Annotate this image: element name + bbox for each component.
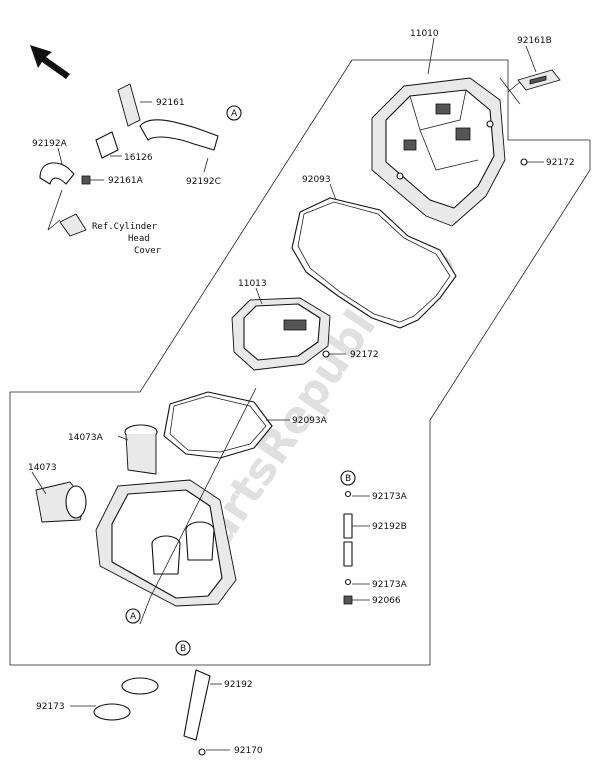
air-cleaner-upper-housing [371,77,506,227]
label-92066: 92066 [372,596,401,606]
hose-92192 [183,669,211,756]
air-cleaner-lower-housing [95,479,237,607]
screw-92172-mid [322,350,346,358]
callout-b-group: B [340,470,356,486]
label-92170: 92170 [234,746,263,756]
air-filter-element-11013 [231,297,331,371]
label-92172-top: 92172 [546,158,575,168]
label-92161: 92161 [156,98,185,108]
leader-lines [31,37,537,751]
callout-a-upper: A [226,105,242,121]
label-92192: 92192 [224,680,253,690]
label-92172-mid: 92172 [350,350,379,360]
parts-group-b [343,490,353,605]
ref-note-line1: Ref.Cylinder [92,222,158,232]
label-92093: 92093 [302,175,331,185]
svg-text:B: B [180,644,186,654]
intake-duct-14073a [124,424,158,475]
label-92173: 92173 [36,702,65,712]
gasket-92093 [291,197,457,329]
clamps-92173 [93,677,159,721]
label-92173a-2: 92173A [372,580,408,590]
label-92161b: 92161B [517,36,552,46]
label-92192b: 92192B [372,522,407,532]
direction-arrow-icon [30,45,70,79]
label-92192a: 92192A [32,139,68,149]
label-92173a-1: 92173A [372,492,408,502]
screw-92172-top [520,158,544,166]
ref-note-line2: Head [128,234,150,244]
assembly-boundary [9,59,591,666]
label-92161a: 92161A [108,176,144,186]
svg-text:B: B [345,474,351,484]
label-14073a: 14073A [68,433,104,443]
gasket-92093a [163,391,273,459]
breather-parts-upper-left [39,83,219,237]
svg-text:A: A [130,612,137,622]
damper-pad-92161b [517,69,561,91]
callout-a-lower: A [125,608,141,624]
callout-b-mid: B [175,640,191,656]
intake-duct-14073 [35,481,87,523]
ref-note-line3: Cover [134,246,162,256]
label-14073: 14073 [28,463,57,473]
label-11010: 11010 [410,29,439,39]
label-92093a: 92093A [292,416,328,426]
label-11013: 11013 [238,279,267,289]
svg-text:A: A [231,109,238,119]
label-92192c: 92192C [186,177,221,187]
label-16126: 16126 [124,153,153,163]
